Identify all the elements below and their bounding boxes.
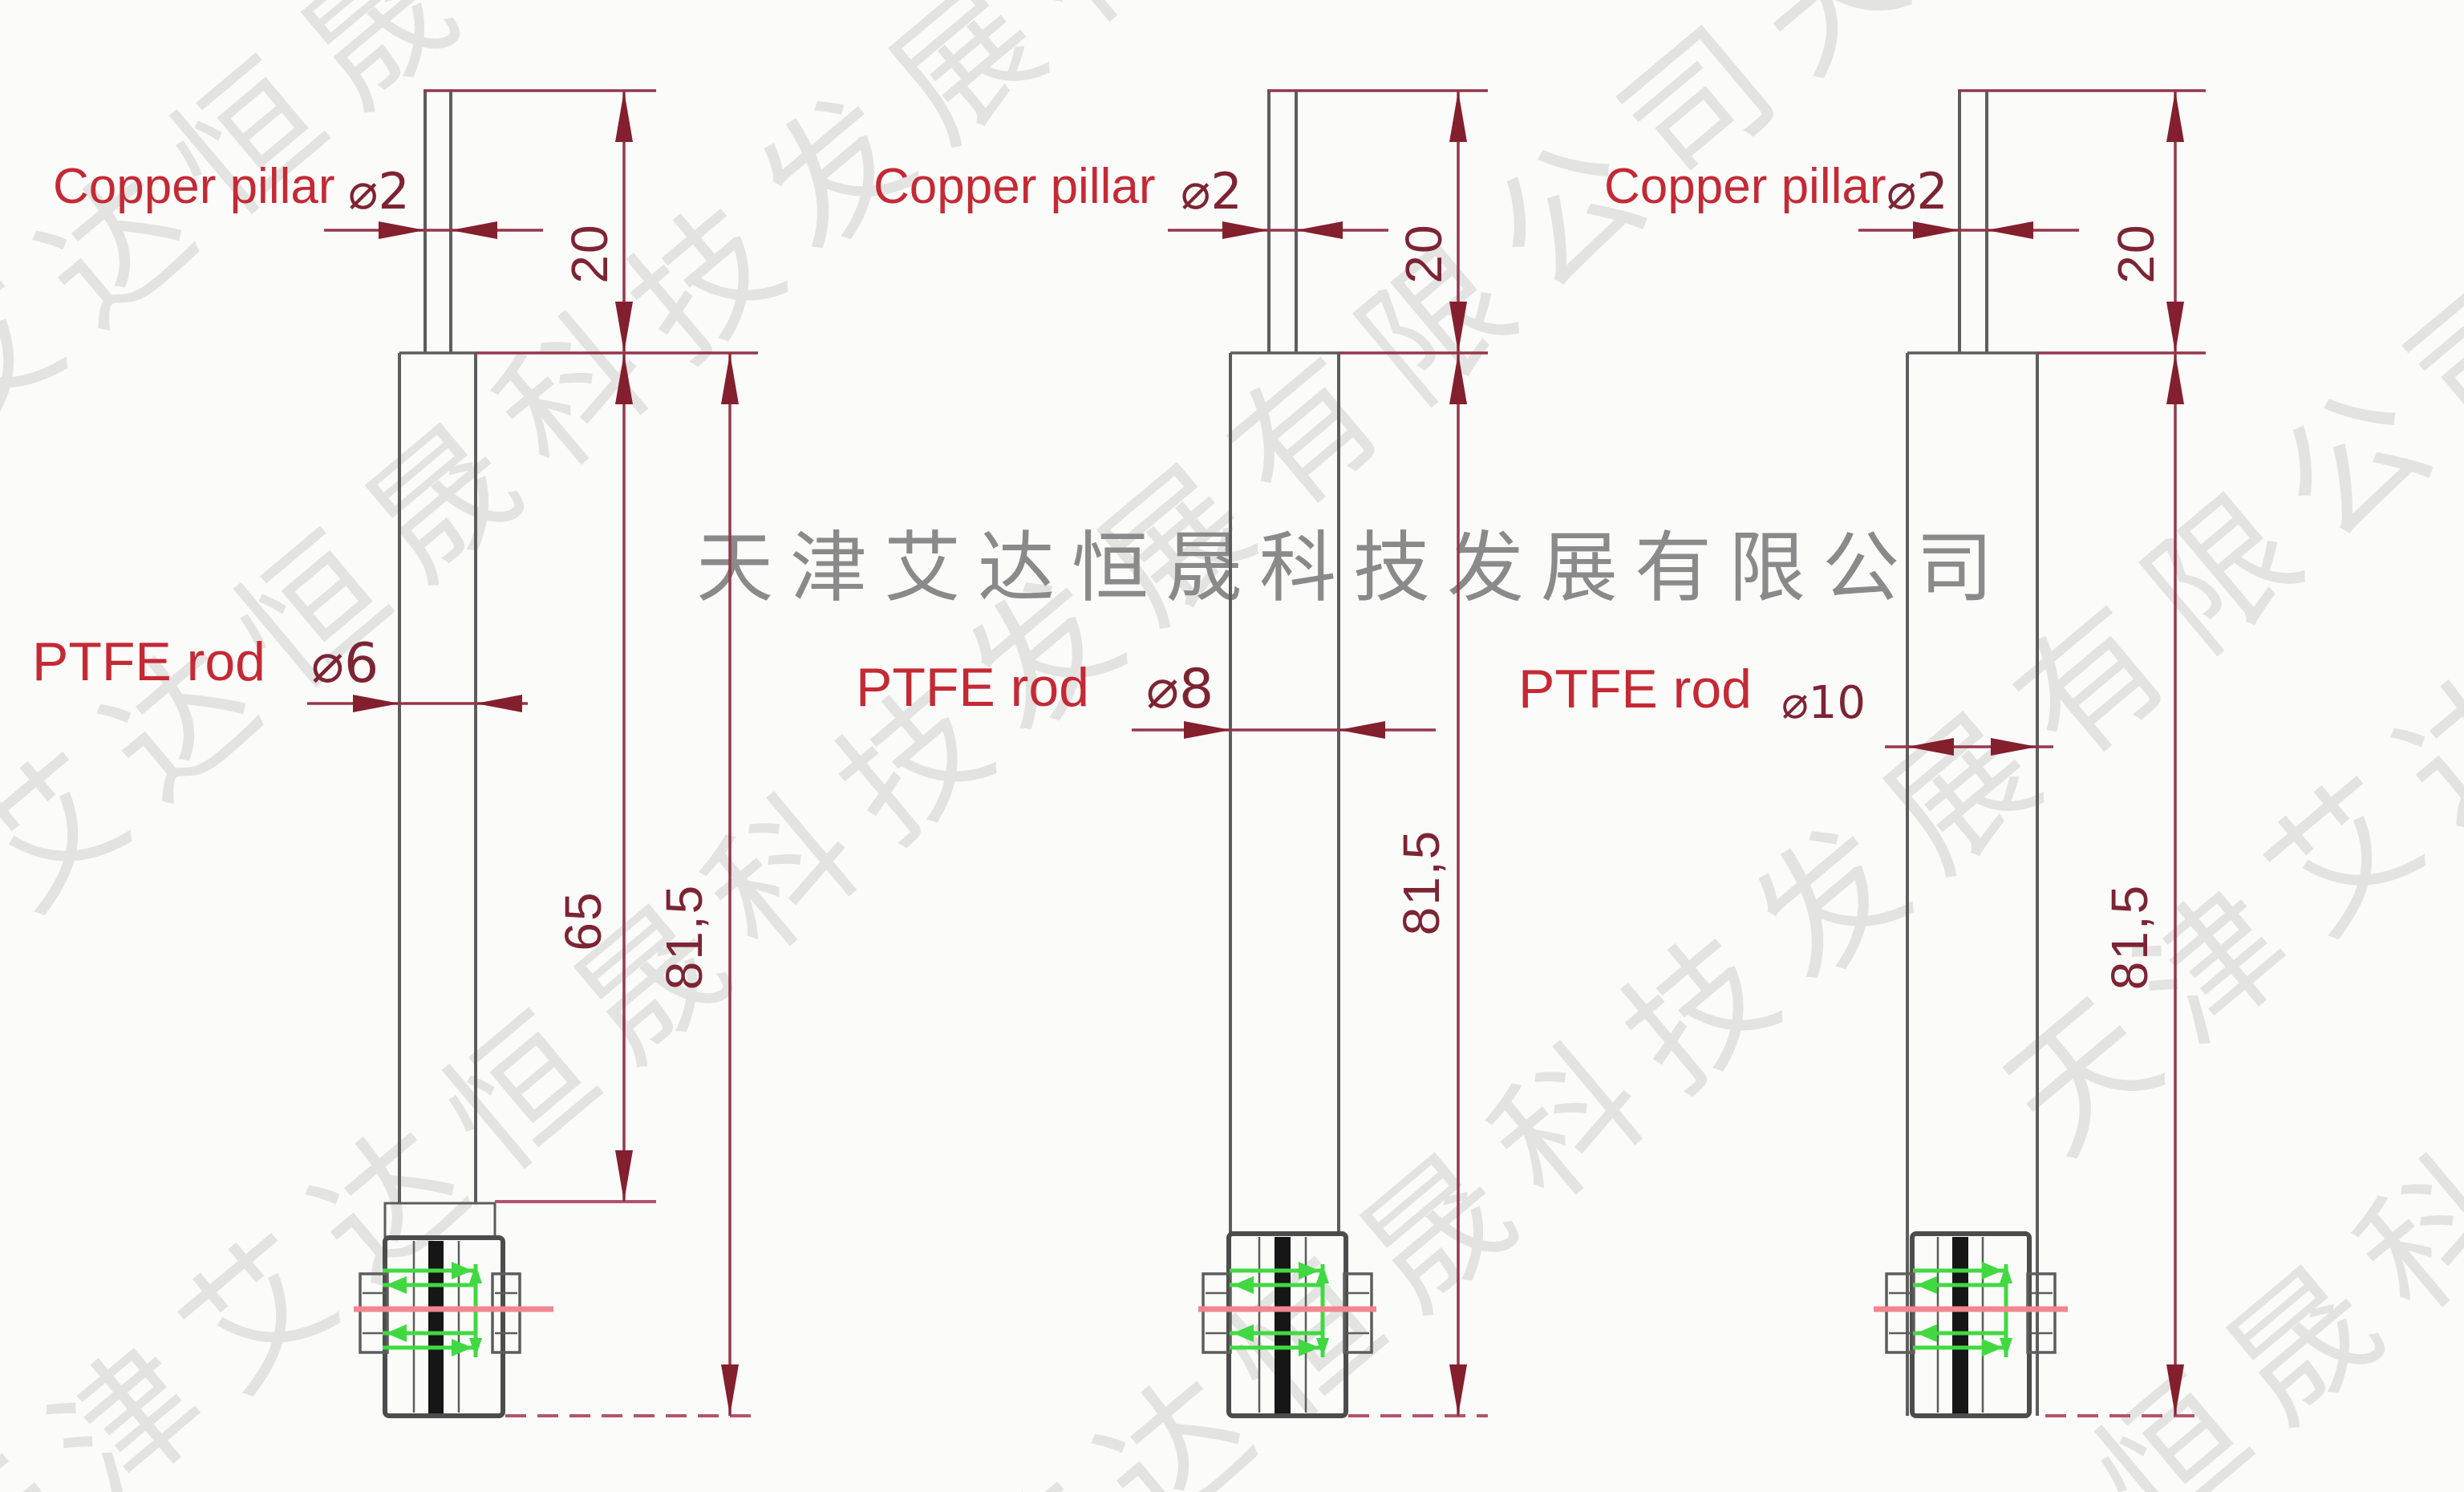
rod-material-label: PTFE rod	[1518, 659, 1752, 720]
rod-diameter-label: ⌀10	[1781, 677, 1866, 729]
rod-diameter-label: ⌀6	[311, 632, 379, 695]
total-length-dimension: 81,5	[1392, 829, 1450, 936]
pillar-material-label: Copper pillar	[1604, 159, 1886, 214]
rod-length-dimension: 65	[554, 890, 612, 951]
rod-material-label: PTFE rod	[32, 631, 265, 692]
pillar-length-dimension: 20	[2107, 223, 2165, 284]
total-length-dimension: 81,5	[2101, 883, 2158, 991]
pillar-length-dimension: 20	[1395, 223, 1453, 284]
pillar-diameter-label: ⌀2	[1886, 162, 1948, 221]
rod-material-label: PTFE rod	[856, 657, 1089, 718]
rod-diameter-label: ⌀8	[1146, 658, 1214, 721]
pillar-material-label: Copper pillar	[53, 159, 335, 214]
pillar-diameter-label: ⌀2	[1181, 162, 1242, 221]
pillar-diameter-label: ⌀2	[348, 162, 410, 221]
pillar-length-dimension: 20	[561, 223, 618, 284]
pillar-material-label: Copper pillar	[873, 159, 1156, 214]
total-length-dimension: 81,5	[655, 883, 713, 991]
